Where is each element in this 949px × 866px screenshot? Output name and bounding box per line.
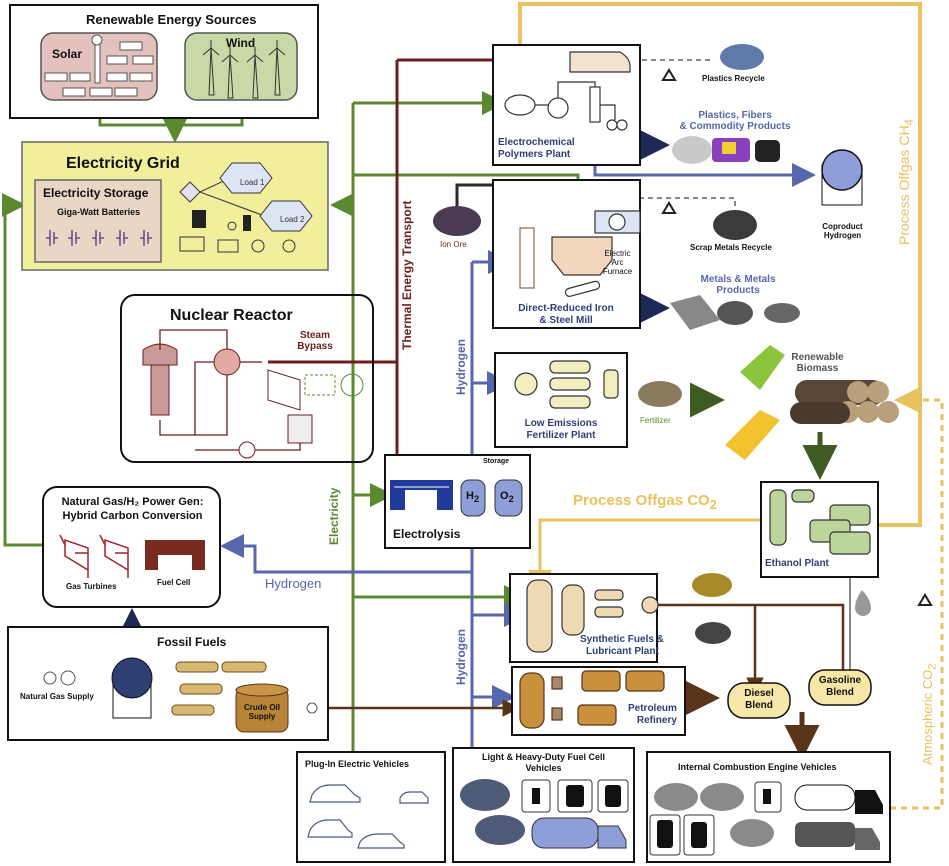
synfuels-equipment-icon [526,579,659,653]
atmospheric-co2-label: Atmospheric CO2 [920,663,939,765]
hydrogen-horizontal-label: Hydrogen [265,576,322,591]
storage-subtitle: Giga-Watt Batteries [57,207,141,217]
load-1-label: Load 1 [240,178,265,187]
hydrogen-upper-label: Hydrogen [454,338,468,395]
h2-storage-tank-icon [460,479,486,517]
load-2-label: Load 2 [280,215,305,224]
polymers-equipment-icon [504,51,631,131]
gas-turbines-label: Gas Turbines [66,582,117,591]
electricity-storage-box [34,179,162,263]
offgas-ch4-line [504,2,922,527]
plastics-recycle-label: Plastics Recycle [702,74,765,83]
ice-title: Internal Combustion Engine Vehicles [678,762,837,772]
fuel-cell-label: Fuel Cell [157,578,191,587]
storage-label: Storage [483,458,510,465]
natural-gas-label: Natural Gas Supply [20,692,94,701]
electrolyzer-icon [390,480,453,510]
electricity-label: Electricity [327,487,341,545]
offgas-co2-line [528,518,765,594]
fcv-vehicles-icon [460,779,629,849]
grid-title: Electricity Grid [66,155,180,172]
electrolysis-title: Electrolysis [393,527,461,541]
crude-oil-line [318,603,852,717]
wind-turbines-icon [202,40,286,99]
steel-mill-title: Direct-Reduced Iron& Steel Mill [518,303,614,326]
fuel-arrows [685,680,820,760]
tank-cars-icon [171,661,267,716]
fertilizer-image [638,381,682,407]
iron-ore-label: Ion Ore [440,240,467,249]
ethanol-drop-icon [855,590,871,616]
ice-vehicles-icon [649,781,883,856]
fertilizer-label: Fertilizer [640,416,671,425]
ethanol-plant-title: Ethanol Plant [765,558,829,569]
power-gen-title: Natural Gas/H₂ Power Gen:Hybrid Carbon C… [61,496,204,522]
nuclear-title: Nuclear Reactor [170,307,293,324]
recycle-lines [609,59,736,215]
pev-title: Plug-In Electric Vehicles [305,759,410,769]
renewables-title: Renewable Energy Sources [86,12,257,27]
storage-title: Electricity Storage [43,186,149,200]
recycle-icons [661,68,933,606]
nuclear-schematic-icon [142,329,364,459]
atmospheric-co2-line [890,388,944,810]
plastics-recycle-image [720,44,764,70]
offgas-co2-label: Process Offgas CO2 [573,492,717,512]
grid-schematic-icon [179,162,313,253]
h2-label: H2 [466,490,480,505]
o2-label: O2 [500,490,514,505]
coproduct-hydrogen-tank-icon [821,149,863,206]
steel-equipment-icon [519,210,641,297]
battery-icons [46,230,152,246]
electricity-bus [2,91,590,811]
solar-label: Solar [52,47,83,61]
gas-turbine-icons [59,534,129,578]
biomass-arrows [690,382,838,480]
natural-gas-equipment-icon [43,657,153,719]
plastics-products-image [672,136,780,164]
refinery-equipment-icon [519,670,665,729]
ethanol-equipment-icon [769,489,871,555]
thermal-transport-label: Thermal Energy Transport [400,200,414,350]
iron-ore-image [433,206,481,236]
solar-panels-icon [44,34,154,97]
scrap-recycle-label: Scrap Metals Recycle [690,243,772,252]
scrap-metal-image [713,210,757,240]
synthetic-oil-image [695,622,731,644]
o2-storage-tank-icon [494,479,523,517]
metal-products-image [670,295,800,330]
fertilizer-equipment-icon [514,360,619,409]
nuclear-reactor-box [120,294,374,463]
hydrogen-lower-label: Hydrogen [454,628,468,685]
gasoline-blend-tank [808,669,872,706]
diesel-blend-tank [727,682,791,719]
crude-oil-tank-icon [235,683,318,733]
biomass-image [725,345,899,460]
lubricant-image [692,573,732,597]
offgas-ch4-label: Process Offgas CH4 [896,118,916,245]
fossil-fuels-title: Fossil Fuels [157,635,227,649]
wind-label: Wind [226,36,256,50]
pev-cars-icon [307,784,429,849]
plastics-products-label: Plastics, Fibers& Commodity Products [679,110,791,132]
synfuels-title: Synthetic Fuels &Lubricant Plant [580,634,664,657]
pev-box [296,751,446,863]
